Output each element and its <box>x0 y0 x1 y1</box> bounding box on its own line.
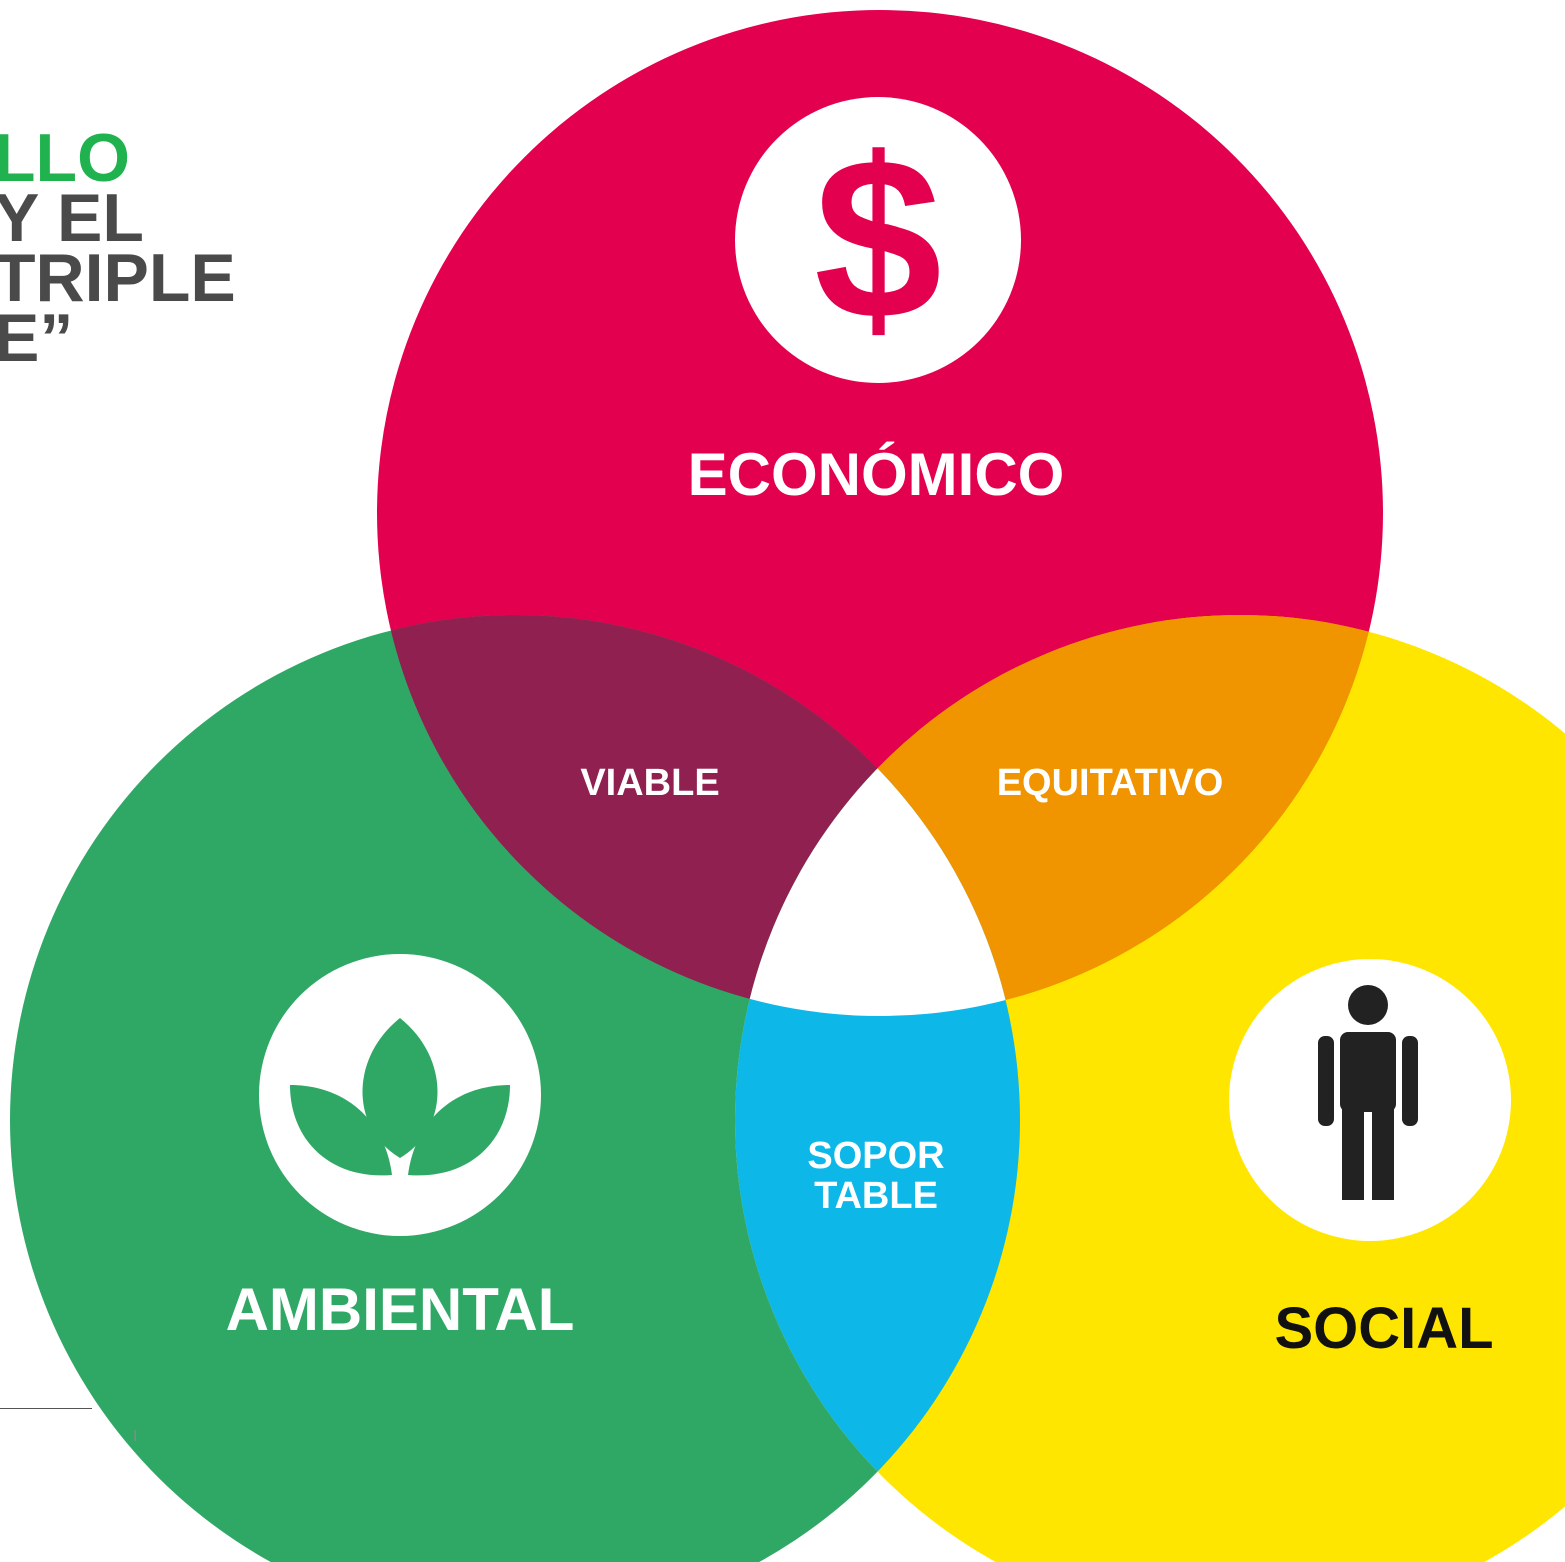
title-line-4: E” <box>0 300 74 376</box>
person-icon <box>1229 959 1511 1241</box>
svg-text:$: $ <box>814 110 942 367</box>
footer-text-fragment: I <box>133 1428 138 1445</box>
intersection-equitativo <box>735 615 1383 1016</box>
label-equitativo: EQUITATIVO <box>997 762 1224 804</box>
label-viable: VIABLE <box>580 762 719 804</box>
leaf-icon <box>259 954 541 1236</box>
title-line-3: TRIPLE <box>0 240 236 316</box>
footer-rule <box>0 1408 92 1409</box>
label-ambiental: AMBIENTAL <box>226 1276 575 1343</box>
label-soportable-1: SOPOR <box>807 1135 944 1177</box>
title-line-1: LLO <box>0 120 130 196</box>
label-economico: ECONÓMICO <box>688 441 1065 508</box>
intersection-viable <box>377 615 1020 1016</box>
dollar-icon: $ <box>735 97 1021 383</box>
slide-title: LLO Y EL TRIPLE E” <box>0 120 236 376</box>
label-social: SOCIAL <box>1274 1296 1493 1361</box>
label-soportable-2: TABLE <box>814 1175 938 1217</box>
title-line-2: Y EL <box>0 180 144 256</box>
